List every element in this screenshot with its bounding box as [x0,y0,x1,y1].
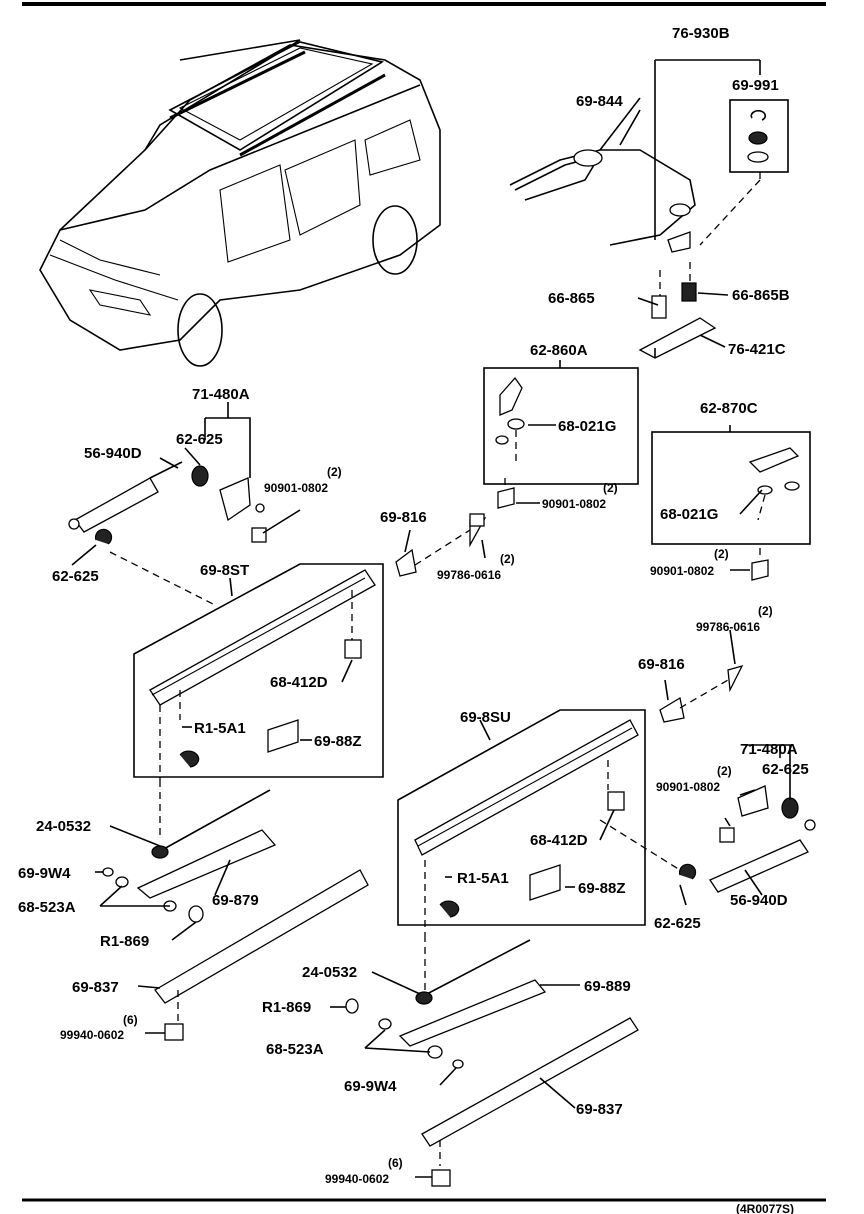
label-68-523A-left: 68-523A [18,899,76,916]
box-69-8SU [397,709,646,935]
label-24-0532-right: 24-0532 [302,964,357,981]
label-90901-0802-b: 90901-0802 [542,497,606,511]
label-69-837-right: 69-837 [576,1101,623,1118]
label-76-930B: 76-930B [672,25,730,42]
gas-stay-left [68,417,267,606]
label-R1-869-left: R1-869 [100,933,149,950]
label-R1-869-right: R1-869 [262,999,311,1016]
label-68-021G-a: 68-021G [558,418,616,435]
label-68-021G-b: 68-021G [660,506,718,523]
label-68-523A-right: 68-523A [266,1041,324,1058]
label-71-480A-right: 71-480A [740,741,798,758]
lower-parts-left [102,780,369,1041]
label-69-816-left: 69-816 [380,509,427,526]
bolts-66-865 [651,262,697,319]
bracket-69-816-left [395,513,487,577]
roof-cable-assembly [509,59,761,253]
label-69-8ST: 69-8ST [200,562,249,579]
label-56-940D-left: 56-940D [84,445,142,462]
label-62-860A: 62-860A [530,342,588,359]
qty-99940-0602-left: (6) [123,1013,138,1027]
label-99786-0616-left: 99786-0616 [437,568,501,582]
qty-99786-0616-right: (2) [758,604,773,618]
label-68-412D-left: 68-412D [270,674,328,691]
label-69-9W4-right: 69-9W4 [344,1078,397,1095]
label-66-865B: 66-865B [732,287,790,304]
label-90901-0802-a: 90901-0802 [264,481,328,495]
label-62-625-right-2: 62-625 [654,915,701,932]
label-69-889: 69-889 [584,978,631,995]
qty-90901-0802-c: (2) [714,547,729,561]
bracket-62-860A-box [483,367,639,509]
label-69-816-right: 69-816 [638,656,685,673]
qty-90901-0802-a: (2) [327,465,342,479]
label-90901-0802-d: 90901-0802 [656,780,720,794]
label-62-625-right-1: 62-625 [762,761,809,778]
lower-parts-right [345,935,639,1187]
label-99786-0616-right: 99786-0616 [696,620,760,634]
label-69-8SU: 69-8SU [460,709,511,726]
label-62-870C: 62-870C [700,400,758,417]
label-99940-0602-left: 99940-0602 [60,1028,124,1042]
label-69-879: 69-879 [212,892,259,909]
label-68-412D-right: 68-412D [530,832,588,849]
footer-reference: (4R0077S) [736,1202,794,1214]
label-90901-0802-c: 90901-0802 [650,564,714,578]
label-62-625-left-2: 62-625 [52,568,99,585]
bracket-62-870C-box [651,431,811,581]
qty-90901-0802-d: (2) [717,764,732,778]
qty-99940-0602-right: (6) [388,1156,403,1170]
label-71-480A-left: 71-480A [192,386,250,403]
bracket-76-421C [638,317,717,359]
gas-stay-right [599,744,816,893]
leader-lines [71,97,781,1178]
label-69-991: 69-991 [732,77,779,94]
label-69-844: 69-844 [576,93,623,110]
label-24-0532-left: 24-0532 [36,818,91,835]
vehicle-illustration [39,39,441,367]
label-R1-5A1-left: R1-5A1 [194,720,246,737]
label-69-88Z-left: 69-88Z [314,733,362,750]
label-69-837-left: 69-837 [72,979,119,996]
label-62-625-left-1: 62-625 [176,431,223,448]
box-69-8ST [133,563,384,780]
label-56-940D-right: 56-940D [730,892,788,909]
qty-99786-0616-left: (2) [500,552,515,566]
kit-69-991-box [699,99,789,246]
label-R1-5A1-right: R1-5A1 [457,870,509,887]
part-labels: 76-930B 69-991 69-844 66-865 66-865B 76-… [18,25,809,1214]
label-69-9W4-left: 69-9W4 [18,865,71,882]
label-66-865: 66-865 [548,290,595,307]
bracket-69-816-right [659,664,744,723]
label-76-421C: 76-421C [728,341,786,358]
label-99940-0602-right: 99940-0602 [325,1172,389,1186]
qty-90901-0802-b: (2) [603,481,618,495]
label-69-88Z-right: 69-88Z [578,880,626,897]
